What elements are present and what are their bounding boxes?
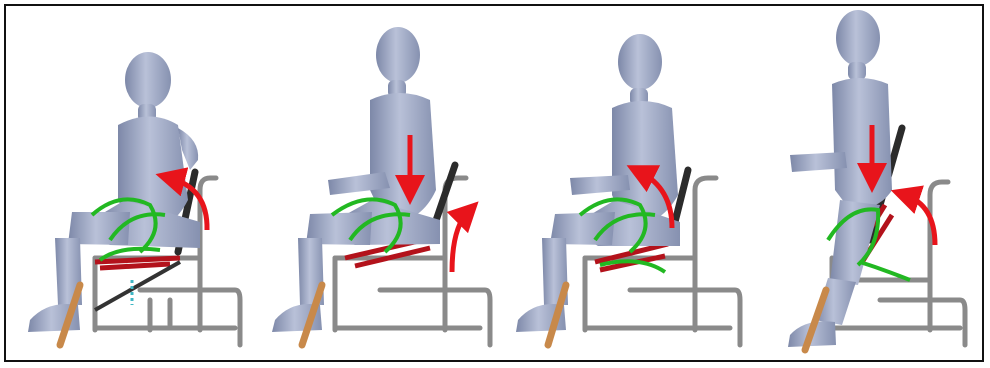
- panel-3-rising: [516, 34, 740, 345]
- panel-1-seated: [28, 52, 240, 345]
- seat-mechanism: [95, 258, 180, 268]
- panel-4-standing: [788, 10, 965, 350]
- mannequin: [272, 27, 440, 332]
- motion-arrow-curved: [452, 212, 468, 272]
- panel-2-rising: [272, 27, 490, 345]
- mannequin: [788, 10, 892, 347]
